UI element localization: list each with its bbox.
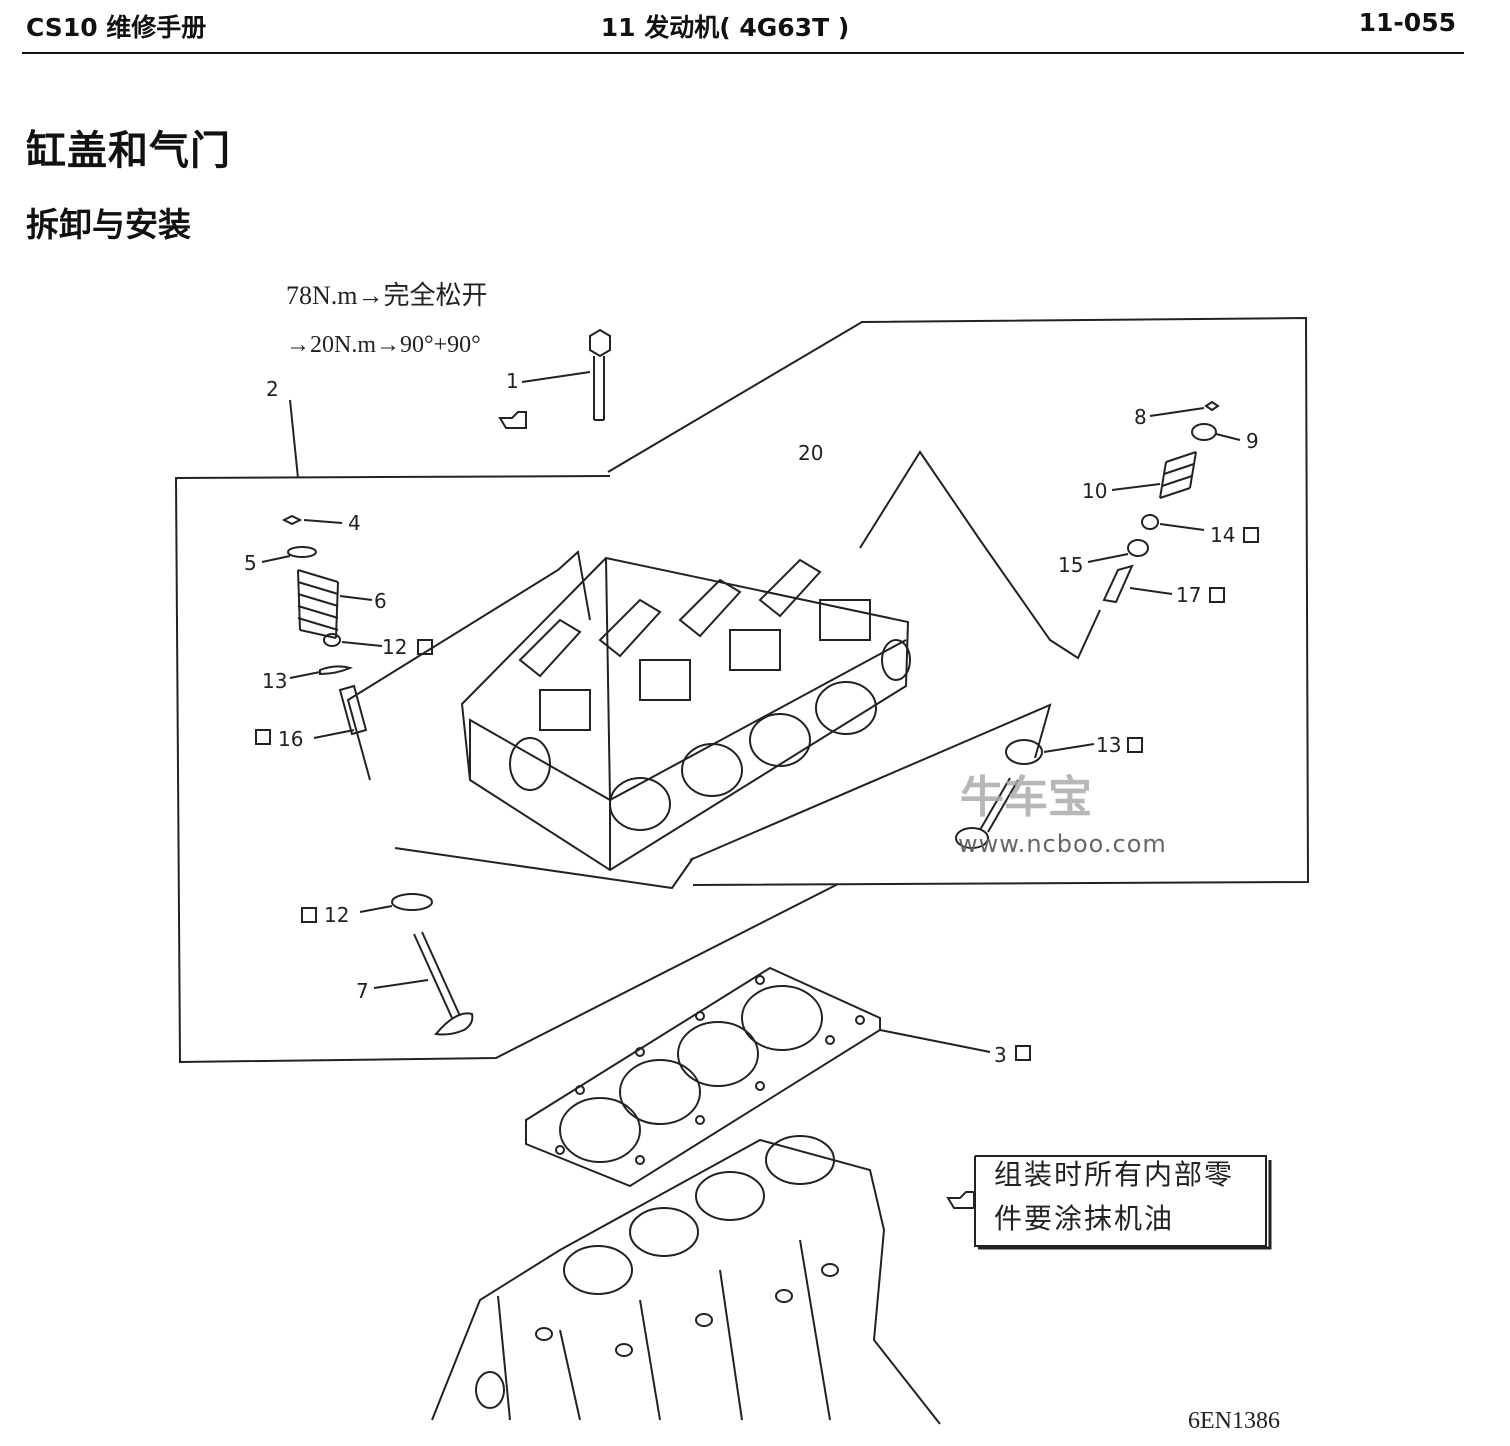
callout-5: 5 xyxy=(244,551,257,575)
head-gasket-icon xyxy=(525,966,881,1188)
callout-10: 10 xyxy=(1082,479,1107,503)
callout-16: 16 xyxy=(278,727,303,751)
callout-9: 9 xyxy=(1246,429,1259,453)
break-line-left xyxy=(346,550,591,781)
watermark-logo: 牛车宝 xyxy=(960,772,1092,823)
note-box xyxy=(974,1155,1267,1247)
callout-4: 4 xyxy=(348,511,361,535)
break-line-right xyxy=(689,703,1052,861)
callout-8: 8 xyxy=(1134,405,1147,429)
note-line-1: 组装时所有内部零 xyxy=(994,1159,1234,1191)
oil-can-icon xyxy=(498,411,527,429)
header-manual-title: CS10 维修手册 xyxy=(26,13,207,42)
header-chapter-title: 11 发动机( 4G63T ) xyxy=(600,13,850,42)
callout-7: 7 xyxy=(356,979,369,1003)
callout-12-upper: 12 xyxy=(382,635,407,659)
left-valve-parts xyxy=(261,514,383,739)
header-rule xyxy=(22,52,1464,54)
callout-20: 20 xyxy=(798,441,823,465)
callout-3: 3 xyxy=(994,1043,1007,1067)
oil-can-icon xyxy=(946,1191,975,1209)
right-valve-parts xyxy=(955,400,1241,849)
exhaust-valve-icon xyxy=(413,931,474,1036)
callout-13-right: 13 xyxy=(1096,733,1121,757)
engine-block-icon xyxy=(431,1135,941,1425)
assembly-boundary-left xyxy=(174,475,839,1064)
callout-13-left: 13 xyxy=(262,669,287,693)
torque-spec-line2: →20N.m→90°+90° xyxy=(286,332,481,358)
watermark-url: www.ncboo.com xyxy=(958,830,1167,858)
torque-spec-line1: 78N.m→完全松开 xyxy=(286,281,488,310)
callout-14: 14 xyxy=(1210,523,1235,547)
note-line-2: 件要涂抹机油 xyxy=(994,1203,1174,1235)
head-bolt-icon xyxy=(589,328,611,421)
assembly-boundary xyxy=(607,316,1310,886)
callout-17: 17 xyxy=(1176,583,1201,607)
callout-6: 6 xyxy=(374,589,387,613)
callout-15: 15 xyxy=(1058,553,1083,577)
callout-12-lower: 12 xyxy=(324,903,349,927)
callout-1: 1 xyxy=(506,369,519,393)
section-title: 缸盖和气门 xyxy=(26,128,231,174)
header-page-number: 11-055 xyxy=(1358,8,1456,37)
section-subtitle: 拆卸与安装 xyxy=(26,205,191,244)
cylinder-head-icon xyxy=(460,556,911,872)
watermark: 牛车宝 www.ncboo.com xyxy=(958,772,1167,858)
callout-2: 2 xyxy=(266,377,279,401)
break-line-top xyxy=(859,450,1101,660)
figure-id: 6EN1386 xyxy=(1188,1408,1280,1434)
break-line-center xyxy=(394,847,694,890)
